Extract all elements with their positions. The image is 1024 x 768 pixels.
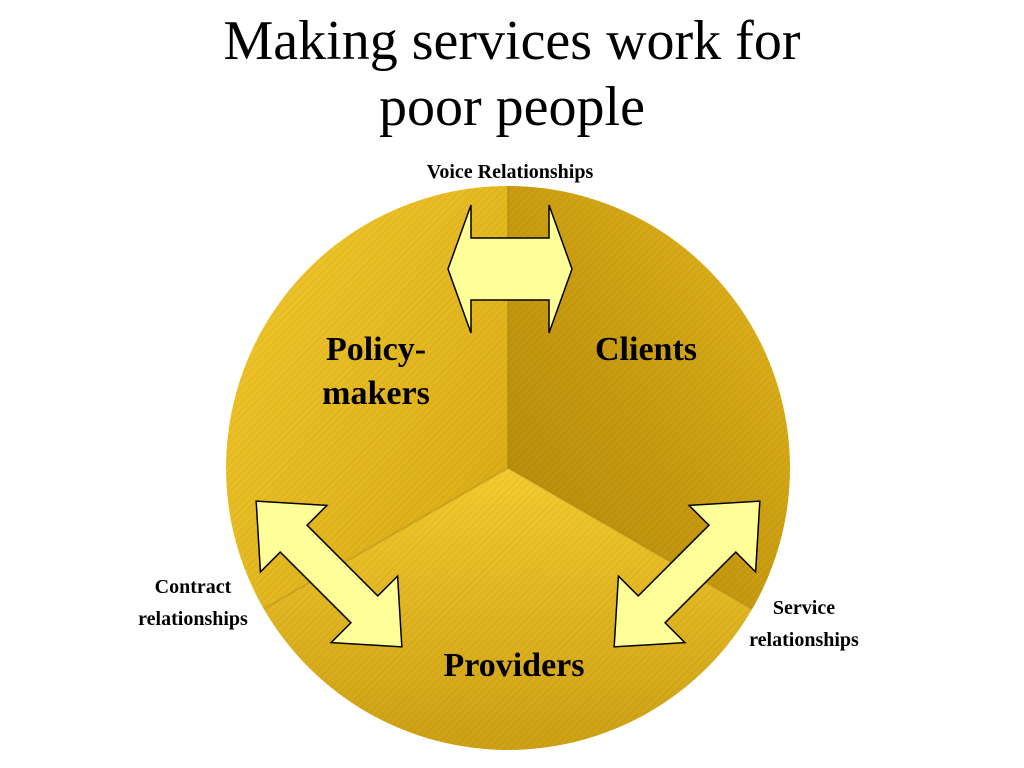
clients-label: Clients [595,331,697,368]
contract-relationships-label: Contract relationships [138,576,248,630]
policy-makers-label: Policy- makers [322,331,430,412]
providers-label: Providers [443,647,585,684]
voice-relationships-label: Voice Relationships [426,161,594,183]
title-line-1: Making services work for [223,10,801,72]
voice-double-arrow [447,204,573,334]
service-relationships-label: Service relationships [749,597,859,651]
contract-double-arrow [255,500,403,648]
page-title: Making services work for poor people [0,8,1024,140]
title-line-2: poor people [379,76,645,138]
service-double-arrow [613,500,761,648]
